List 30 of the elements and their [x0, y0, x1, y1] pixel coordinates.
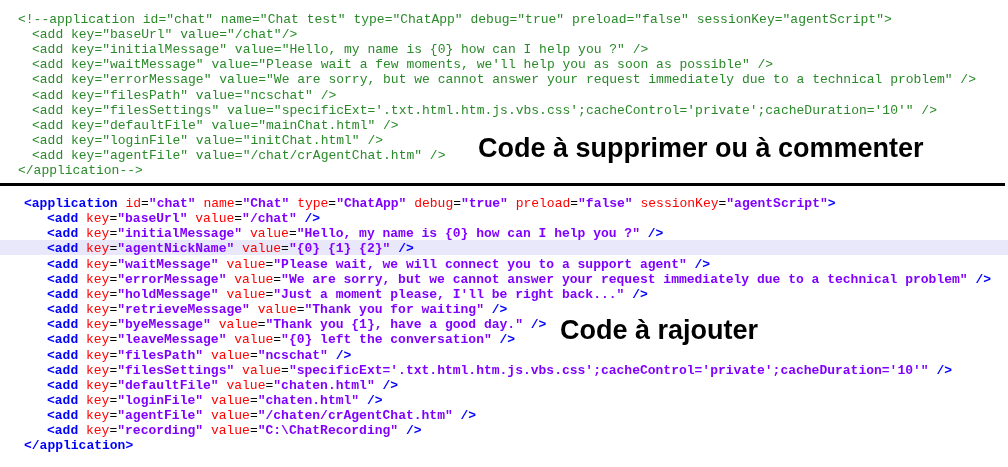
code-line: <add key="baseUrl" value="/chat" />: [47, 211, 321, 227]
heading: Code à supprimer ou à commenter: [478, 133, 924, 164]
commented-code-line: <add key="waitMessage" value="Please wait a few moments, we'll help you as soon as possible" />: [32, 57, 774, 73]
code-line: <add key="leaveMessage" value="{0} left the conversation" />: [47, 332, 516, 348]
commented-code-line: <add key="baseUrl" value="/chat"/>: [32, 27, 298, 43]
commented-code-line: <add key="agentFile" value="/chat/crAgentChat.htm" />: [32, 147, 446, 163]
code-line: <add key="filesSettings" value="specificExt='.txt.html.htm.js.vbs.css';cacheControl='private';cacheDuration='10'" />: [47, 362, 953, 378]
code-line: </application>: [24, 438, 134, 454]
commented-code-line: <add key="defaultFile" value="mainChat.html" />: [32, 117, 399, 133]
commented-code-line: <add key="errorMessage" value="We are sorry, but we cannot answer your request immediately due to a technical problem" />: [32, 72, 976, 88]
commented-code-line: <!--application id="chat" name="Chat test" type="ChatApp" debug="true" preload="false" sessionKey="agentScript">: [18, 12, 892, 27]
commented-code-line: </application-->: [18, 163, 143, 178]
heading: Code à rajouter: [560, 315, 759, 346]
code-line: <add key="errorMessage" value="We are sorry, but we cannot answer your request immediately due to a technical problem" />: [47, 271, 991, 287]
code-line: <add key="defaultFile" value="chaten.html" />: [47, 377, 399, 393]
code-line: <add key="recording" value="C:\ChatRecording" />: [47, 423, 422, 439]
commented-code-line: <add key="initialMessage" value="Hello, my name is {0} how can I help you ?" />: [32, 42, 649, 58]
code-line: <add key="initialMessage" value="Hello, my name is {0} how can I help you ?" />: [47, 226, 664, 242]
code-line: <application id="chat" name="Chat" type="ChatApp" debug="true" preload="false" sessionKey="agentScript">: [24, 196, 836, 211]
code-line: <add key="holdMessage" value="Just a moment please, I'll be right back..." />: [47, 286, 648, 302]
commented-code-line: <add key="filesPath" value="ncschat" />: [32, 87, 337, 103]
code-line: <add key="retrieveMessage" value="Thank you for waiting" />: [47, 302, 508, 318]
code-line: <add key="loginFile" value="chaten.html" />: [47, 392, 383, 408]
code-line: <add key="byeMessage" value="Thank you {1}, have a good day." />: [47, 317, 547, 333]
commented-code-line: <add key="loginFile" value="initChat.html" />: [32, 132, 384, 148]
commented-code-line: <add key="filesSettings" value="specificExt='.txt.html.htm.js.vbs.css';cacheControl='private';cacheDuration='10'" />: [32, 102, 937, 118]
code-line: <add key="filesPath" value="ncschat" />: [47, 347, 352, 363]
code-line: <add key="agentNickName" value="{0} {1} {2}" />: [47, 241, 414, 257]
code-line: <add key="waitMessage" value="Please wait, we will connect you to a support agent" />: [47, 256, 711, 272]
code-line: <add key="agentFile" value="/chaten/crAgentChat.htm" />: [47, 408, 477, 424]
